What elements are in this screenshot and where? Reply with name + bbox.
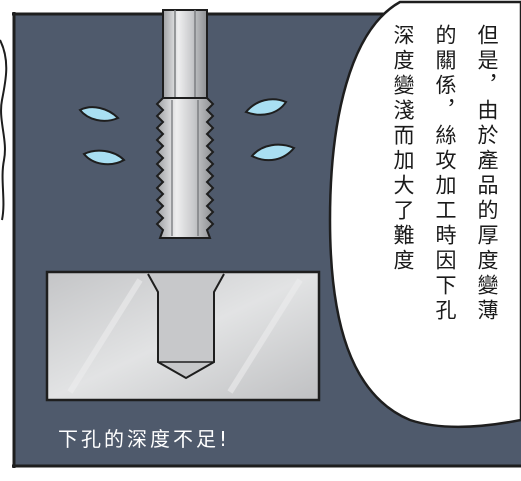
- sweat-drops-left: [78, 106, 126, 166]
- speech-bubble-text: 但是，由於產品的厚度變薄 的關係，絲攻加工時因下孔 深度變淺而加大了難度: [380, 24, 510, 384]
- screw-tap: [155, 9, 215, 239]
- tap-threads: [155, 97, 215, 239]
- block-shine: [67, 278, 303, 394]
- workpiece-block: [45, 270, 321, 402]
- caption-text: 下孔的深度不足!: [58, 427, 231, 451]
- side-squiggle: [0, 39, 8, 221]
- dialogue-column-1: 但是，由於產品的厚度變薄: [475, 24, 499, 324]
- dialogue-column-2: 的關係，絲攻加工時因下孔: [433, 24, 457, 324]
- dialogue-column-3: 深度變淺而加大了難度: [391, 24, 415, 274]
- pilot-hole: [147, 273, 225, 380]
- speech-bubble: [328, 0, 521, 429]
- tap-shank: [162, 9, 208, 99]
- sweat-drops-right: [244, 98, 296, 162]
